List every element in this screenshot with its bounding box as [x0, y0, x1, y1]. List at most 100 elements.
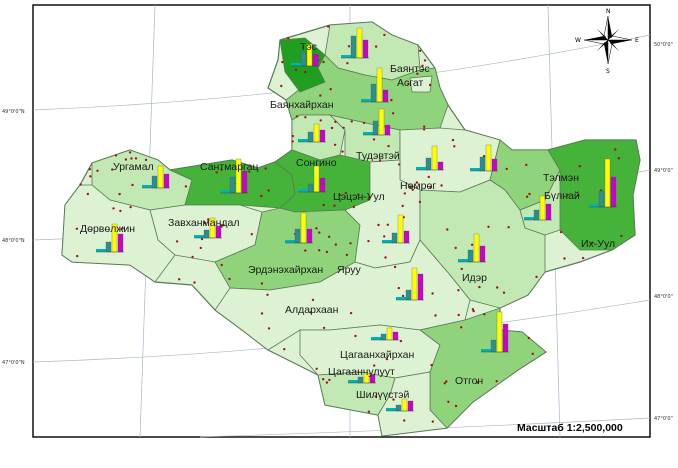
- label-bulnai: Бүлнай: [544, 190, 580, 202]
- settlement-dot: [342, 126, 345, 129]
- settlement-dot: [250, 233, 253, 236]
- settlement-dot: [184, 185, 188, 188]
- settlement-dot: [333, 143, 337, 146]
- settlement-dot: [431, 292, 434, 295]
- bar: [229, 176, 236, 194]
- settlement-dot: [88, 168, 92, 171]
- district-bar-chart: [382, 214, 410, 244]
- compass-e: E: [635, 37, 639, 44]
- settlement-dot: [401, 204, 404, 208]
- bar: [294, 228, 301, 244]
- settlement-dot: [319, 94, 322, 97]
- lat-label-right-47: 47°0'0": [654, 416, 673, 422]
- bar: [598, 190, 605, 208]
- settlement-dot: [346, 62, 349, 65]
- settlement-dot: [401, 294, 405, 298]
- settlement-dot: [352, 205, 355, 209]
- settlement-dot: [427, 175, 430, 179]
- label-bayankhairkhan: Баянхайрхан: [270, 99, 334, 111]
- settlement-dot: [118, 192, 121, 196]
- settlement-dot: [614, 148, 617, 151]
- settlement-dot: [411, 188, 414, 191]
- settlement-dot: [304, 70, 307, 74]
- settlement-dot: [617, 157, 620, 160]
- lat-label-47: 47°0'0"N: [2, 360, 25, 366]
- bar: [362, 39, 369, 59]
- settlement-dot: [383, 33, 386, 37]
- district-bar-chart: [298, 123, 326, 143]
- settlement-dot: [447, 400, 450, 403]
- settlement-dot: [338, 193, 341, 197]
- district-bar-chart: [194, 217, 222, 239]
- settlement-dot: [128, 151, 132, 154]
- bar: [151, 175, 158, 189]
- settlement-dot: [349, 242, 352, 245]
- settlement-dot: [407, 82, 410, 86]
- settlement-dot: [75, 227, 79, 230]
- bar-base: [285, 240, 295, 243]
- label-erdenekhairkhan: Эрдэнэхайрхан: [248, 264, 323, 276]
- bar-base: [341, 55, 351, 58]
- lat-label-right-49: 49°0'0": [654, 168, 673, 174]
- settlement-dot: [457, 289, 460, 292]
- bar: [203, 229, 210, 239]
- label-numrug: Нөмрөг: [400, 180, 436, 192]
- settlement-dot: [383, 235, 386, 238]
- settlement-dot: [291, 134, 294, 138]
- bar-base: [298, 189, 308, 192]
- settlement-dot: [457, 313, 460, 317]
- settlement-dot: [409, 185, 412, 189]
- bar: [313, 123, 320, 143]
- settlement-dot: [377, 223, 380, 227]
- settlement-dot: [96, 169, 99, 172]
- settlement-dot: [507, 226, 510, 229]
- district-bar-chart: [298, 165, 326, 193]
- settlement-dot: [563, 257, 566, 260]
- lat-label-right-50: 50°0'0": [654, 42, 673, 48]
- district-bar-chart: [291, 43, 319, 67]
- bar: [105, 241, 112, 253]
- settlement-dot: [341, 150, 344, 153]
- settlement-dot: [129, 205, 132, 209]
- settlement-dot: [440, 184, 443, 187]
- district-labels: Тэс Баянтэс Асгат Баянхайрхан Ургамал Са…: [80, 41, 615, 401]
- bar: [395, 404, 402, 412]
- bar: [372, 120, 379, 136]
- bar-base: [524, 217, 534, 220]
- bar: [378, 108, 385, 136]
- bar: [545, 203, 552, 221]
- settlement-dot: [354, 334, 357, 338]
- district-bar-chart: [386, 398, 414, 412]
- settlement-dot: [535, 275, 538, 279]
- bar-base: [96, 249, 106, 252]
- settlement-dot: [325, 250, 329, 254]
- settlement-dot: [422, 128, 426, 131]
- settlement-dot: [89, 175, 92, 178]
- district-bar-chart: [416, 145, 444, 171]
- bar: [405, 289, 412, 301]
- settlement-dot: [387, 144, 390, 148]
- bar-base: [396, 297, 406, 300]
- label-shiluustei: Шилүүстэй: [356, 389, 410, 401]
- label-yaruu: Яруу: [337, 264, 362, 276]
- settlement-dot: [418, 49, 422, 52]
- bar: [307, 131, 314, 143]
- settlement-dot: [429, 186, 432, 189]
- bar: [490, 339, 497, 353]
- district-bar-chart: [142, 165, 170, 189]
- settlement-dot: [581, 256, 585, 260]
- bar: [163, 173, 170, 189]
- compass-n: N: [606, 8, 611, 15]
- bar-base: [220, 190, 230, 193]
- bar-base: [348, 380, 358, 383]
- settlement-dot: [423, 59, 427, 62]
- label-otgon: Отгон: [455, 375, 483, 387]
- lat-label-49: 49°0'0"N: [2, 109, 25, 115]
- settlement-dot: [222, 224, 225, 227]
- settlement-dot: [328, 378, 331, 382]
- settlement-dot: [386, 223, 389, 226]
- settlement-dot: [472, 309, 475, 313]
- bar: [300, 51, 307, 67]
- district-bar-chart: [285, 212, 313, 244]
